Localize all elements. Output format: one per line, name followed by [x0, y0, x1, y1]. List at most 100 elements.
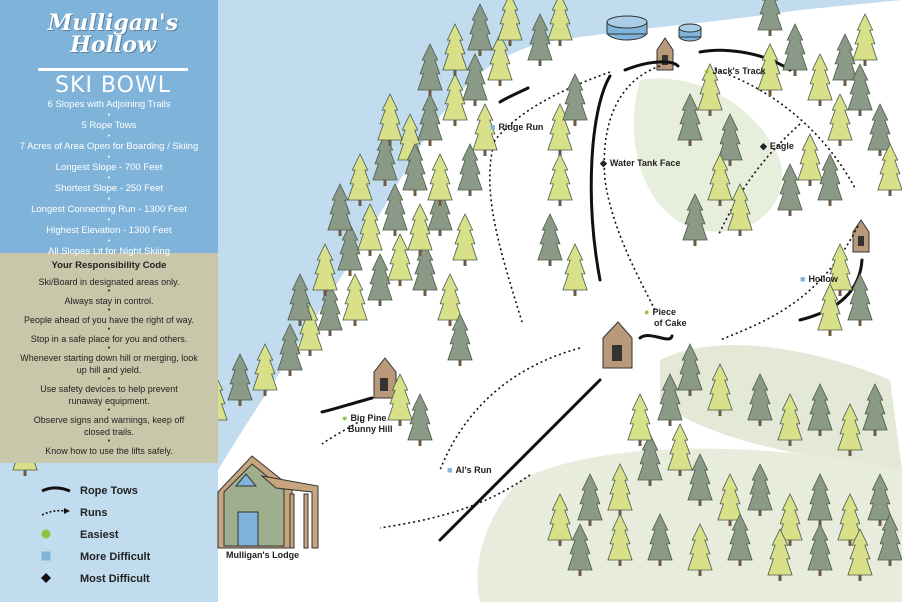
- legend-easiest: Easiest: [40, 524, 150, 546]
- pine-tree-icon: [767, 528, 793, 581]
- code-item: Use safety devices to help prevent runaw…: [40, 384, 178, 406]
- trail-jacks-track[interactable]: ●Jack's Track: [704, 66, 766, 76]
- pine-tree-icon: [317, 283, 343, 336]
- pine-tree-icon: [682, 193, 708, 246]
- code-item: Ski/Board in designated areas only.: [38, 277, 180, 287]
- pine-tree-icon: [382, 183, 408, 236]
- pine-tree-icon: [727, 183, 753, 236]
- trail-ridge-run[interactable]: ■Ridge Run: [490, 122, 543, 132]
- pine-tree-icon: [797, 133, 823, 186]
- pine-tree-icon: [467, 3, 493, 56]
- pine-tree-icon: [527, 13, 553, 66]
- logo-line3: SKI BOWL: [38, 68, 188, 98]
- pine-tree-icon: [347, 153, 373, 206]
- pine-tree-icon: [852, 13, 878, 66]
- legend-label: Runs: [80, 507, 108, 519]
- black-diamond-icon: [40, 572, 80, 587]
- pine-tree-icon: [807, 523, 833, 576]
- pine-tree-icon: [442, 73, 468, 126]
- trail-eagle[interactable]: ◆Eagle: [760, 141, 794, 152]
- fact-item: 6 Slopes with Adjoining Trails: [47, 99, 171, 110]
- pine-tree-icon: [427, 153, 453, 206]
- trail-water-tank-face[interactable]: ◆Water Tank Face: [600, 158, 680, 169]
- slope-shade: [477, 448, 902, 602]
- blue-square-icon: ■: [447, 465, 453, 475]
- pine-tree-icon: [562, 73, 588, 126]
- pine-tree-icon: [867, 103, 893, 156]
- pine-tree-icon: [837, 403, 863, 456]
- pine-tree-icon: [452, 213, 478, 266]
- pine-tree-icon: [387, 373, 413, 426]
- pine-tree-icon: [747, 373, 773, 426]
- trail-label: of Cake: [654, 318, 687, 328]
- responsibility-code: Your Responsibility Code Ski/Board in de…: [0, 260, 218, 457]
- pine-tree-icon: [402, 143, 428, 196]
- code-heading: Your Responsibility Code: [51, 260, 167, 271]
- water-tank-icon: [606, 15, 702, 42]
- trail-hollow[interactable]: ■Hollow: [800, 274, 838, 284]
- black-diamond-icon: ◆: [600, 158, 607, 168]
- pine-tree-icon: [807, 53, 833, 106]
- pine-tree-icon: [417, 93, 443, 146]
- pine-tree-icon: [782, 23, 808, 76]
- pine-tree-icon: [387, 233, 413, 286]
- trail-label: Piece: [652, 307, 676, 317]
- pine-tree-icon: [537, 213, 563, 266]
- pine-tree-icon: [627, 393, 653, 446]
- trail-label: Hollow: [808, 274, 838, 284]
- fact-item: 7 Acres of Area Open for Boarding / Skii…: [19, 141, 199, 152]
- pine-tree-icon: [442, 23, 468, 76]
- pine-tree-icon: [327, 183, 353, 236]
- trail-label: Al's Run: [455, 465, 492, 475]
- legend-more-difficult: More Difficult: [40, 546, 150, 568]
- pine-tree-icon: [377, 93, 403, 146]
- pine-tree-icon: [607, 463, 633, 516]
- legend-label: Most Difficult: [80, 573, 150, 585]
- pine-tree-icon: [457, 143, 483, 196]
- code-item: Whenever starting down hill or merging, …: [20, 353, 198, 375]
- green-circle-icon: ●: [704, 66, 710, 76]
- pine-tree-icon: [412, 243, 438, 296]
- fact-item: Shortest Slope - 250 Feet: [54, 183, 164, 194]
- pine-tree-icon: [877, 143, 902, 196]
- trail-label: Bunny Hill: [348, 424, 393, 434]
- blue-square-icon: ■: [800, 274, 806, 284]
- pine-tree-icon: [637, 433, 663, 486]
- pine-tree-icon: [547, 493, 573, 546]
- pine-tree-icon: [227, 353, 253, 406]
- fact-item: Longest Connecting Run - 1300 Feet: [31, 204, 187, 215]
- legend-runs: Runs: [40, 502, 150, 524]
- trail-als-run[interactable]: ■Al's Run: [447, 465, 492, 475]
- legend: Rope Tows Runs Easiest More Difficult Mo…: [40, 480, 150, 590]
- pine-tree-icon: [832, 33, 858, 86]
- legend-most-difficult: Most Difficult: [40, 568, 150, 590]
- fact-item: Longest Slope - 700 Feet: [55, 162, 163, 173]
- responsibility-panel: [0, 253, 218, 463]
- trail-label: Big Pine: [350, 413, 387, 423]
- logo: Mulligan's Hollow SKI BOWL: [38, 12, 188, 98]
- pine-tree-icon: [577, 473, 603, 526]
- pine-tree-icon: [372, 133, 398, 186]
- pine-tree-icon: [287, 273, 313, 326]
- green-circle-icon: [40, 528, 80, 543]
- legend-label: More Difficult: [80, 551, 151, 563]
- legend-label: Rope Tows: [80, 485, 138, 497]
- lodge-label: Mulligan's Lodge: [226, 550, 300, 560]
- pine-tree-icon: [877, 513, 902, 566]
- pine-tree-icon: [687, 523, 713, 576]
- code-item: Know how to use the lifts safely.: [45, 446, 173, 456]
- pine-tree-icon: [677, 343, 703, 396]
- blue-square-icon: ■: [490, 122, 496, 132]
- pine-tree-icon: [707, 363, 733, 416]
- pine-tree-icon: [827, 93, 853, 146]
- run-arrow-icon: [40, 507, 80, 520]
- pine-tree-icon: [367, 253, 393, 306]
- pine-tree-icon: [707, 153, 733, 206]
- pine-tree-icon: [277, 323, 303, 376]
- pine-tree-icon: [717, 113, 743, 166]
- code-item: Always stay in control.: [64, 296, 154, 306]
- hut-icon: [602, 321, 633, 369]
- pine-tree-icon: [837, 493, 863, 546]
